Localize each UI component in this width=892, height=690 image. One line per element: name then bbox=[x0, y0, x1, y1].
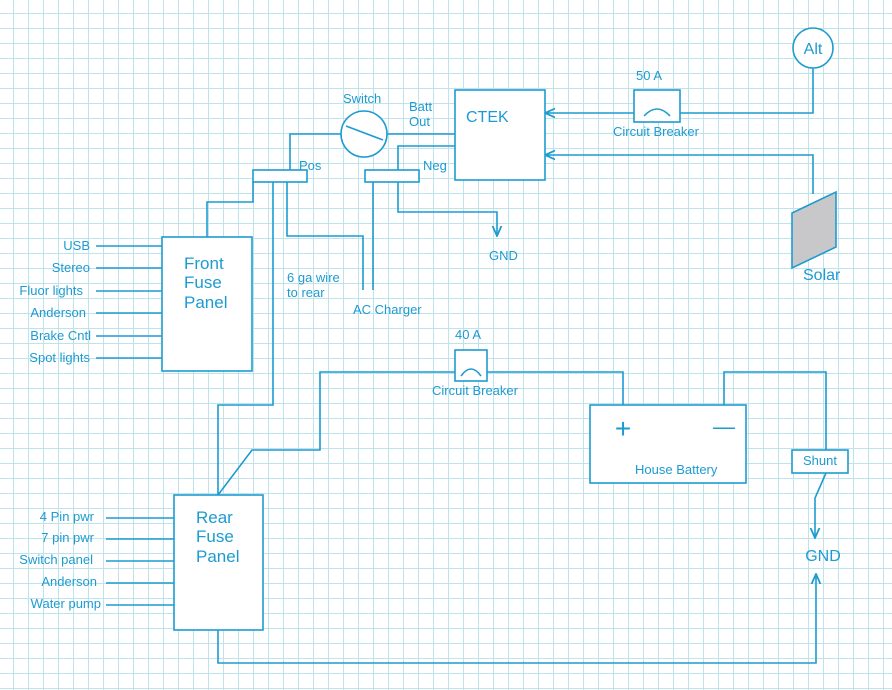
wire-pos-bus-to-switch bbox=[289, 133, 341, 170]
switch-label: Switch bbox=[343, 91, 381, 106]
rear-panel-leads bbox=[106, 517, 174, 606]
pos-bus-bar bbox=[252, 169, 308, 183]
wires bbox=[96, 68, 827, 664]
solar-label: Solar bbox=[803, 267, 841, 284]
rear-panel-title-1: Rear bbox=[196, 508, 233, 527]
front-circuit-label: Brake Cntl bbox=[30, 328, 91, 343]
neg-bus-bar bbox=[364, 169, 420, 183]
breaker-40a-symbol bbox=[460, 368, 482, 377]
breaker-40a-box bbox=[454, 349, 488, 382]
front-panel-title-2: Fuse bbox=[184, 273, 222, 292]
breaker-40a-rating: 40 A bbox=[455, 327, 481, 342]
shunt-box bbox=[791, 449, 849, 474]
wire-solar-to-ctek bbox=[545, 155, 814, 194]
front-panel-title-1: Front bbox=[184, 254, 224, 273]
front-panel-title-3: Panel bbox=[184, 293, 227, 312]
breaker-40a-label: Circuit Breaker bbox=[432, 383, 519, 398]
house-battery-label: House Battery bbox=[635, 462, 718, 477]
breaker-50a-rating: 50 A bbox=[636, 68, 662, 83]
wire-6ga-to-rear-panel bbox=[217, 182, 274, 495]
wire-alt-to-breaker bbox=[680, 68, 814, 114]
wire-note-line-2: to rear bbox=[287, 285, 325, 300]
front-panel-circuit-labels: USB Stereo Fluor lights Anderson Brake C… bbox=[19, 238, 91, 365]
solar-panel-icon bbox=[791, 190, 837, 270]
wire-battery-to-breaker bbox=[487, 371, 624, 405]
wire-pos-to-ac-charger bbox=[286, 182, 364, 290]
alternator-label: Alt bbox=[804, 41, 823, 58]
switch-contact bbox=[345, 125, 384, 141]
rear-fuse-panel-box bbox=[173, 494, 264, 631]
ac-charger-label: AC Charger bbox=[353, 302, 422, 317]
neg-bus-label: Neg bbox=[423, 158, 447, 173]
batt-out-label-1: Batt bbox=[409, 99, 433, 114]
batt-out-label-2: Out bbox=[409, 114, 430, 129]
front-circuit-label: USB bbox=[63, 238, 90, 253]
front-circuit-label: Spot lights bbox=[29, 350, 90, 365]
gnd-top-label: GND bbox=[489, 248, 518, 263]
wire-note-line-1: 6 ga wire bbox=[287, 270, 340, 285]
rear-circuit-label: 4 Pin pwr bbox=[40, 509, 95, 524]
rear-circuit-label: Anderson bbox=[41, 574, 97, 589]
battery-minus-icon: — bbox=[713, 414, 735, 439]
ctek-box bbox=[454, 89, 546, 181]
switch-circle bbox=[340, 110, 388, 158]
pos-bus-label: Pos bbox=[299, 158, 322, 173]
rear-circuit-label: Switch panel bbox=[19, 552, 93, 567]
wire-battery-neg-to-shunt bbox=[723, 371, 827, 450]
gnd-bottom-label: GND bbox=[805, 548, 841, 565]
breaker-50a-label: Circuit Breaker bbox=[613, 124, 700, 139]
rear-panel-title-2: Fuse bbox=[196, 527, 234, 546]
wire-neg-to-ctek bbox=[397, 145, 455, 170]
front-panel-leads bbox=[96, 245, 162, 359]
wire-pos-to-front-panel bbox=[206, 182, 254, 237]
rear-circuit-label: Water pump bbox=[31, 596, 101, 611]
front-fuse-panel-box bbox=[161, 236, 253, 372]
rear-panel-circuit-labels: 4 Pin pwr 7 pin pwr Switch panel Anderso… bbox=[19, 509, 101, 611]
ctek-label: CTEK bbox=[466, 109, 509, 126]
rear-panel-title-3: Panel bbox=[196, 547, 239, 566]
front-circuit-label: Fluor lights bbox=[19, 283, 83, 298]
wire-shunt-to-gnd bbox=[815, 472, 827, 538]
front-circuit-label: Anderson bbox=[30, 305, 86, 320]
shunt-label: Shunt bbox=[803, 453, 837, 468]
wire-rear-ground-return bbox=[217, 574, 816, 664]
breaker-50a-symbol bbox=[643, 108, 671, 117]
front-circuit-label: Stereo bbox=[52, 260, 90, 275]
wire-neg-to-gnd bbox=[397, 182, 497, 236]
alternator-circle bbox=[792, 27, 834, 69]
battery-plus-icon: + bbox=[615, 413, 631, 444]
wire-breaker-to-rear-panel bbox=[217, 371, 455, 496]
house-battery-box bbox=[589, 404, 747, 484]
rear-circuit-label: 7 pin pwr bbox=[41, 530, 94, 545]
breaker-50a-box bbox=[633, 89, 681, 123]
